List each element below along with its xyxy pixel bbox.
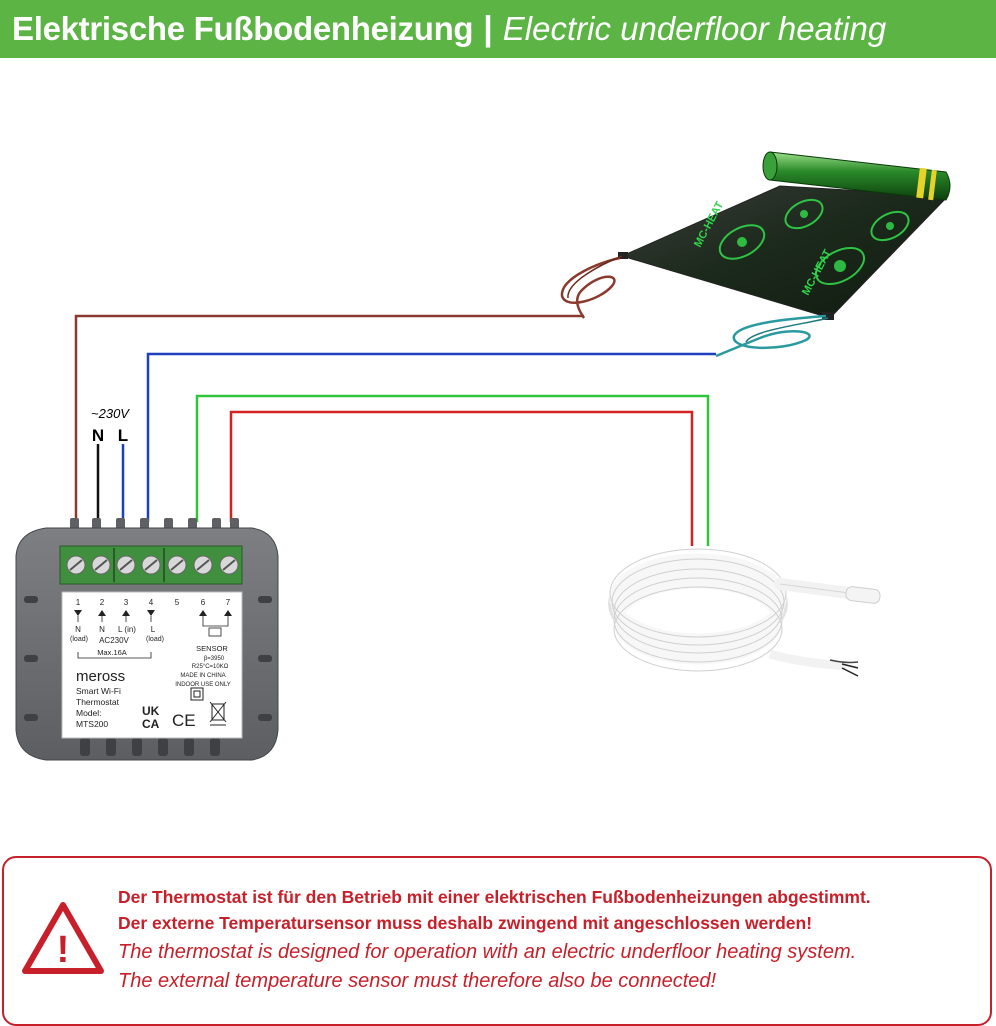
header-bar: Elektrische Fußbodenheizung | Electric u…	[0, 0, 996, 58]
warning-line-en-1: The thermostat is designed for operation…	[118, 941, 857, 963]
ukca-mark-bottom: CA	[142, 717, 160, 731]
terminal-label: L (in)	[118, 625, 136, 634]
warning-box: ! Der Thermostat ist für den Betrieb mit…	[2, 856, 992, 1026]
double-insulation-icon	[190, 687, 204, 701]
product-line-1: Smart Wi-Fi	[76, 686, 121, 696]
warning-line-en-2: The external temperature sensor must the…	[118, 970, 717, 992]
temperature-sensor-cable	[608, 548, 881, 677]
model-number: MTS200	[76, 719, 108, 729]
sensor-beta-label: β=3950	[204, 656, 225, 662]
sensor-label: SENSOR	[196, 644, 228, 653]
wiring-diagram: MC-HEAT MC-HEAT ~230V N L	[15, 151, 951, 761]
supply-line-label: L	[118, 426, 128, 445]
product-line-2: Thermostat	[76, 697, 120, 707]
ac-voltage-label: AC230V	[99, 636, 129, 645]
weee-bin-icon	[209, 701, 227, 726]
supply-neutral-label: N	[92, 426, 104, 445]
heating-mat: MC-HEAT MC-HEAT	[618, 151, 951, 320]
thermostat-device: 1 2 3 4 5 6 7 N (load)	[15, 518, 279, 761]
model-label: Model:	[76, 708, 102, 718]
terminal-number: 1	[76, 598, 81, 607]
terminal-label: N	[75, 625, 81, 634]
mat-lead-brown	[560, 255, 623, 319]
wires	[74, 314, 716, 546]
warning-line-de-2: Der externe Temperatursensor muss deshal…	[118, 913, 813, 933]
max-current-label: Max.16A	[97, 648, 127, 657]
wire-green	[195, 394, 710, 546]
sensor-resistance-label: R25°C=10KΩ	[192, 664, 229, 670]
terminal-sublabel: (load)	[70, 636, 88, 643]
terminal-label: L	[151, 625, 156, 634]
title-german: Elektrische Fußbodenheizung	[12, 10, 474, 47]
terminal-number: 7	[226, 598, 231, 607]
warning-exclamation: !	[57, 929, 70, 971]
terminal-number: 2	[100, 598, 105, 607]
mat-lead-teal	[715, 314, 829, 358]
terminal-number: 6	[201, 598, 206, 607]
terminal-screws	[66, 548, 239, 582]
terminal-sublabel: (load)	[146, 636, 164, 643]
warning-line-de-1: Der Thermostat ist für den Betrieb mit e…	[118, 887, 871, 907]
terminal-number: 4	[149, 598, 154, 607]
warning-text: Der Thermostat ist für den Betrieb mit e…	[118, 884, 978, 996]
title-separator: |	[483, 9, 493, 48]
ukca-mark-top: UK	[142, 704, 160, 718]
sensor-probe	[845, 586, 881, 604]
mat-roll	[762, 151, 951, 201]
made-in-label: MADE IN CHINA	[180, 673, 225, 679]
warning-triangle-icon: !	[22, 902, 104, 974]
wire-brown	[74, 314, 584, 522]
terminal-number: 5	[175, 598, 180, 607]
terminal-label: N	[99, 625, 105, 634]
terminal-number: 3	[124, 598, 129, 607]
title-english: Electric underfloor heating	[502, 10, 887, 47]
brand-logo: meross	[76, 668, 125, 685]
ce-mark: CE	[172, 711, 196, 730]
wire-blue-load	[146, 352, 716, 522]
wire-red	[229, 410, 694, 546]
indoor-use-label: INDOOR USE ONLY	[175, 682, 231, 688]
supply-voltage-label: ~230V	[91, 406, 130, 421]
